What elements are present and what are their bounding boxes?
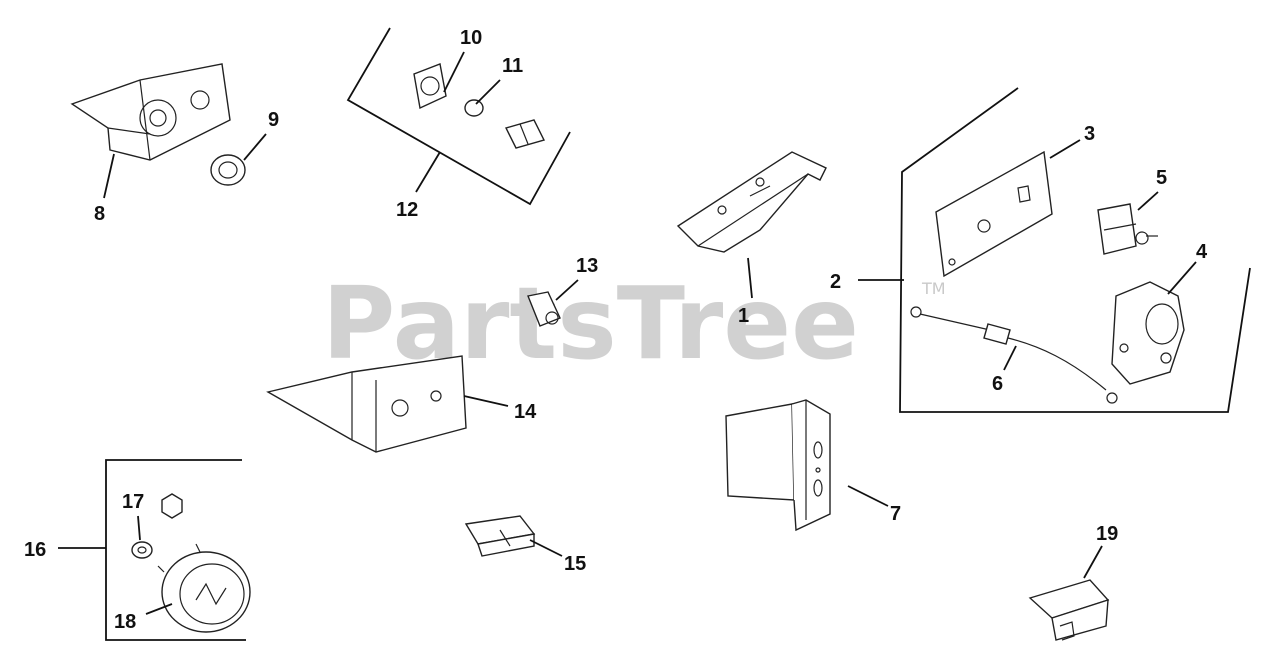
- callout-16: 16: [24, 539, 46, 561]
- callout-10: 10: [460, 27, 482, 49]
- part-6-cable[interactable]: [910, 306, 1118, 404]
- part-17-washer[interactable]: [131, 541, 153, 559]
- callout-15: 15: [564, 553, 586, 575]
- part-17-nut[interactable]: [161, 493, 183, 519]
- callout-11: 11: [502, 55, 523, 77]
- part-18-gauge[interactable]: [157, 543, 251, 633]
- part-12-sensor[interactable]: [504, 119, 546, 149]
- callout-14: 14: [514, 401, 537, 423]
- callout-18: 18: [114, 611, 136, 633]
- callout-2: 2: [830, 271, 841, 293]
- callout-3: 3: [1084, 123, 1095, 145]
- group-12-frame: [346, 27, 571, 206]
- part-19-connector-block[interactable]: [1028, 579, 1110, 641]
- watermark-trademark: TM: [921, 279, 946, 298]
- callout-5: 5: [1156, 167, 1167, 189]
- part-4-solenoid[interactable]: [1111, 281, 1185, 385]
- watermark-brand: PartsTree: [322, 265, 859, 382]
- callout-labels: 1 2 3 4 5 6 7 8 9 10 11 12 13 14 15 16 1…: [24, 27, 1208, 633]
- callout-6: 6: [992, 373, 1003, 395]
- part-10-plate[interactable]: [413, 63, 447, 110]
- callout-4: 4: [1196, 241, 1208, 263]
- callout-9: 9: [268, 109, 279, 131]
- callout-7: 7: [890, 503, 901, 525]
- part-1-bracket[interactable]: [676, 151, 827, 253]
- callout-8: 8: [94, 203, 105, 225]
- group-2-frame: [899, 87, 1251, 413]
- part-11-clip[interactable]: [464, 99, 484, 117]
- callout-12: 12: [396, 199, 418, 221]
- part-5-toggle-switch[interactable]: [1097, 203, 1158, 255]
- part-15-fuse-holder[interactable]: [464, 515, 536, 557]
- group-16-frame: [105, 459, 246, 641]
- part-14-tray[interactable]: [266, 355, 467, 453]
- part-7-u-bracket[interactable]: [725, 399, 831, 532]
- callout-19: 19: [1096, 523, 1118, 545]
- callout-13: 13: [576, 255, 598, 277]
- callout-17: 17: [122, 491, 144, 513]
- part-3-plate[interactable]: [935, 150, 1053, 278]
- part-8-bracket[interactable]: [70, 63, 231, 161]
- leader-lines: [58, 51, 1197, 615]
- part-9-washer[interactable]: [210, 154, 246, 186]
- callout-1: 1: [738, 305, 749, 327]
- part-13-connector[interactable]: [527, 291, 561, 327]
